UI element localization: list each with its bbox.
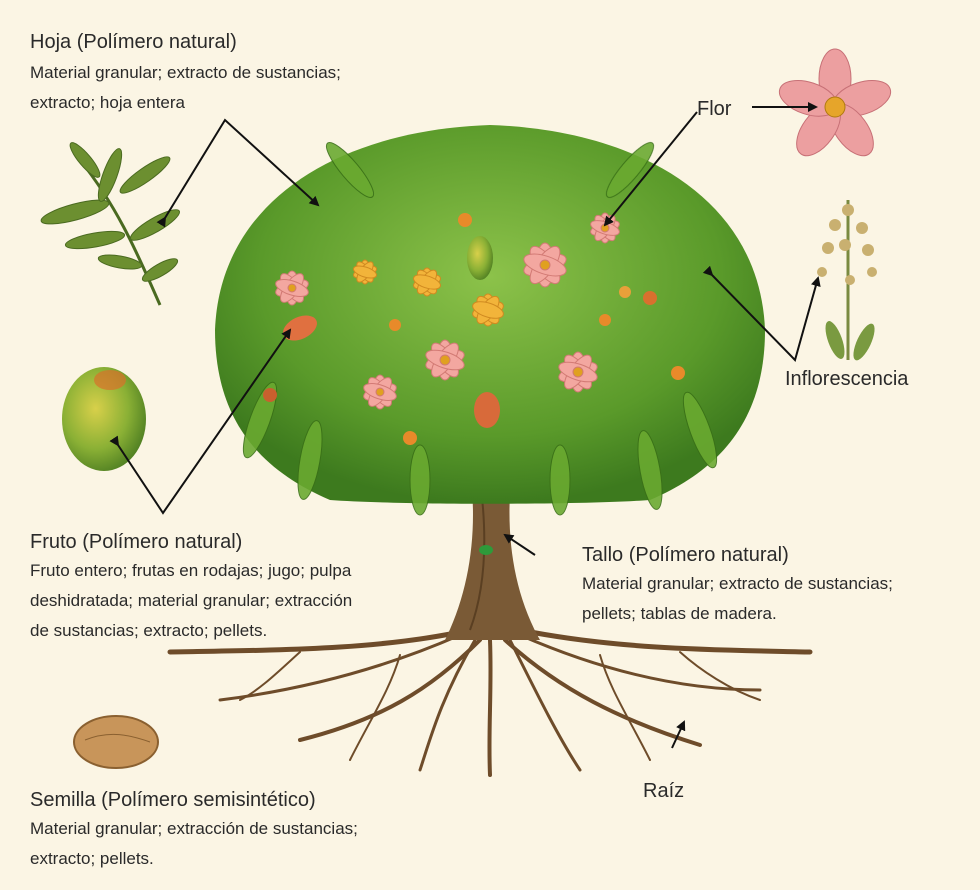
flor-label: Flor: [697, 98, 732, 120]
inflorescencia-arrow: [702, 265, 821, 362]
tallo-title: Tallo (Polímero natural): [582, 544, 789, 566]
inflorescence-image: [817, 200, 877, 361]
tallo-description-line: Material granular; extracto de sustancia…: [582, 574, 893, 593]
hoja-label: Hoja (Polímero natural) Material granula…: [30, 30, 341, 118]
raiz-arrow: [671, 720, 686, 749]
hoja-arrow: [156, 118, 320, 228]
fruto-arrow: [109, 328, 292, 515]
leaf-branch-image: [40, 142, 180, 306]
roots: [167, 627, 813, 777]
flower-image: [778, 48, 892, 157]
canopy-leaves: [242, 142, 718, 516]
semilla-description-line: Material granular; extracción de sustanc…: [30, 819, 358, 838]
semilla-label: Semilla (Polímero semisintético) Materia…: [30, 788, 358, 874]
canopy-flowers: [275, 212, 620, 410]
tallo-arrow: [503, 533, 536, 556]
tallo-description-line: pellets; tablas de madera.: [582, 604, 777, 623]
semilla-title: Semilla (Polímero semisintético): [30, 789, 316, 811]
raiz-label: Raíz: [643, 780, 685, 802]
semilla-description-line: extracto; pellets.: [30, 849, 154, 868]
fruto-label: Fruto (Polímero natural) Fruto entero; f…: [30, 530, 352, 646]
tallo-label: Tallo (Polímero natural) Material granul…: [582, 543, 893, 629]
fruto-description-line: de sustancias; extracto; pellets.: [30, 621, 268, 640]
hoja-description-line: Material granular; extracto de sustancia…: [30, 63, 341, 82]
canopy-yellow-flowers: [352, 259, 504, 327]
hoja-title: Hoja (Polímero natural): [30, 31, 237, 53]
fruto-description-line: Fruto entero; frutas en rodajas; jugo; p…: [30, 561, 352, 580]
fruto-title: Fruto (Polímero natural): [30, 531, 243, 553]
flor-arrow-tree: [603, 111, 698, 227]
seed-image: [73, 715, 159, 769]
inflorescencia-label: Inflorescencia: [785, 368, 909, 390]
hoja-description-line: extracto; hoja entera: [30, 93, 185, 112]
trunk: [445, 470, 540, 640]
fruto-description-line: deshidratada; material granular; extracc…: [30, 591, 353, 610]
